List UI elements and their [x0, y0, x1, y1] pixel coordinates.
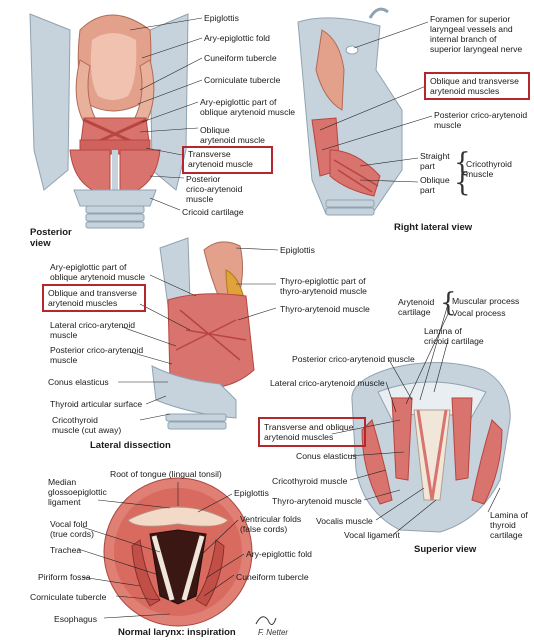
- label-posterior-crico-lat-1: Posterior crico-arytenoid: [434, 110, 528, 120]
- label-foramen-2: laryngeal vessels and: [430, 24, 513, 34]
- label-lateral-crico-sup: Lateral crico-arytenoid muscle: [270, 378, 385, 388]
- label-thyro-epi-1: Thyro-epiglottic part of: [280, 276, 366, 286]
- label-transverse-oblique-2: arytenoid muscles: [264, 432, 334, 442]
- label-vocal-ligament: Vocal ligament: [344, 530, 400, 540]
- artist-signature: F. Netter: [258, 628, 289, 637]
- label-oblique-2: arytenoid muscle: [200, 135, 265, 145]
- caption-posterior-1: Posterior: [30, 227, 72, 238]
- label-corniculate-tubercle: Corniculate tubercle: [204, 75, 281, 85]
- label-oblique-part-1: Oblique: [420, 175, 450, 185]
- label-lamina-cricoid-1: Lamina of: [424, 326, 462, 336]
- label-vocalis: Vocalis muscle: [316, 516, 373, 526]
- label-transverse-1: Transverse: [188, 149, 231, 159]
- label-esophagus: Esophagus: [54, 614, 98, 624]
- label-posterior-crico-dis-2: muscle: [50, 355, 78, 365]
- label-straight-1: Straight: [420, 151, 450, 161]
- label-lamina-thyroid-2: thyroid: [490, 520, 516, 530]
- right-lateral-view-illustration: [297, 7, 433, 216]
- label-median-3: ligament: [48, 497, 81, 507]
- label-cuneiform-normal: Cuneiform tubercle: [236, 572, 309, 582]
- label-oblique-transverse-1: Oblique and transverse: [430, 76, 519, 86]
- label-cricoid-cartilage: Cricoid cartilage: [182, 207, 244, 217]
- label-foramen-4: superior laryngeal nerve: [430, 44, 523, 54]
- label-arytenoid-2: cartilage: [398, 307, 431, 317]
- caption-superior-view: Superior view: [414, 544, 477, 555]
- highlight-oblique-transverse-lateral: [424, 72, 530, 100]
- label-ary-epi-dissection-1: Ary-epiglottic part of: [50, 262, 127, 272]
- label-cricothyroid-2: muscle: [466, 169, 494, 179]
- label-conus-superior: Conus elasticus: [296, 451, 357, 461]
- label-cuneiform-tubercle-posterior: Cuneiform tubercle: [204, 53, 277, 63]
- label-lateral-crico-1: Lateral crico-arytenoid: [50, 320, 136, 330]
- highlight-oblique-transverse-dissection: [42, 284, 146, 312]
- label-muscular-process: Muscular process: [452, 296, 520, 306]
- label-posterior-crico-sup: Posterior crico-arytenoid muscle: [292, 354, 415, 364]
- highlight-transverse-arytenoid: [182, 146, 273, 174]
- label-epiglottis-dissection: Epiglottis: [280, 245, 315, 255]
- label-thyro-arytenoid-dissection: Thyro-arytenoid muscle: [280, 304, 370, 314]
- label-ventricular-2: (false cords): [240, 524, 288, 534]
- caption-normal-larynx: Normal larynx: inspiration: [118, 627, 236, 638]
- caption-right-lateral: Right lateral view: [394, 222, 473, 233]
- label-posterior-crico-lat-2: muscle: [434, 120, 462, 130]
- brace-arytenoid: {: [440, 288, 457, 318]
- label-corniculate-normal: Corniculate tubercle: [30, 592, 107, 602]
- label-ary-epi-dissection-2: oblique arytenoid muscle: [50, 272, 146, 282]
- brace-cricothyroid: {: [454, 148, 471, 178]
- label-lamina-cricoid-2: cricoid cartilage: [424, 336, 484, 346]
- label-lamina-thyroid-3: cartilage: [490, 530, 523, 540]
- label-straight-2: part: [420, 161, 435, 171]
- label-median-1: Median: [48, 477, 77, 487]
- label-cricothyroid-dis-1: Cricothyroid: [52, 415, 98, 425]
- label-oblique-1: Oblique: [200, 125, 230, 135]
- label-oblique-part-2: part: [420, 185, 435, 195]
- label-transverse-oblique-1: Transverse and oblique: [264, 422, 354, 432]
- label-cricothyroid-1: Cricothyroid: [466, 159, 512, 169]
- label-root-tongue: Root of tongue (lingual tonsil): [110, 469, 222, 479]
- label-thyro-epi-2: thyro-arytenoid muscle: [280, 286, 367, 296]
- label-lateral-crico-2: muscle: [50, 330, 78, 340]
- normal-larynx-illustration: [77, 477, 277, 627]
- label-posterior-crico-1: Posterior: [186, 174, 221, 184]
- label-median-2: glossoepiglottic: [48, 487, 107, 497]
- label-oblique-transverse-2: arytenoid muscles: [430, 86, 500, 96]
- label-ventricular-1: Ventricular folds: [240, 514, 302, 524]
- label-vocal-process: Vocal process: [452, 308, 506, 318]
- label-piriform: Piriform fossa: [38, 572, 91, 582]
- caption-lateral-dissection: Lateral dissection: [90, 440, 171, 451]
- label-conus-dissection: Conus elasticus: [48, 377, 109, 387]
- label-transverse-2: arytenoid muscle: [188, 159, 253, 169]
- label-oblique-transverse-dis-1: Oblique and transverse: [48, 288, 137, 298]
- label-ary-epiglottic-part-2: oblique arytenoid muscle: [200, 107, 296, 117]
- label-ary-epiglottic-fold: Ary-epiglottic fold: [204, 33, 270, 43]
- label-vocal-fold-2: (true cords): [50, 529, 94, 539]
- label-foramen-3: internal branch of: [430, 34, 497, 44]
- label-posterior-crico-2: crico-arytenoid: [186, 184, 243, 194]
- label-lamina-thyroid-1: Lamina of: [490, 510, 528, 520]
- highlight-transverse-oblique-superior: [258, 417, 366, 447]
- label-thyroid-articular: Thyroid articular surface: [50, 399, 143, 409]
- caption-posterior-2: view: [30, 238, 51, 249]
- superior-view-illustration: [331, 303, 511, 535]
- label-posterior-crico-3: muscle: [186, 194, 214, 204]
- brace-cricothyroid-lower: {: [454, 168, 471, 198]
- label-epiglottis-normal: Epiglottis: [234, 488, 269, 498]
- lateral-dissection-illustration: [118, 237, 279, 430]
- label-thyro-arytenoid-superior: Thyro-arytenoid muscle: [272, 496, 362, 506]
- label-trachea: Trachea: [50, 545, 82, 555]
- label-vocal-fold-1: Vocal fold: [50, 519, 88, 529]
- label-oblique-transverse-dis-2: arytenoid muscles: [48, 298, 118, 308]
- posterior-view-illustration: [29, 13, 203, 229]
- label-foramen-1: Foramen for superior: [430, 14, 511, 24]
- label-cricothyroid-dis-2: muscle (cut away): [52, 425, 122, 435]
- label-cricothyroid-superior: Cricothyroid muscle: [272, 476, 348, 486]
- label-posterior-crico-dis-1: Posterior crico-arytenoid: [50, 345, 144, 355]
- label-arytenoid-1: Arytenoid: [398, 297, 435, 307]
- label-ary-epi-fold-normal: Ary-epiglottic fold: [246, 549, 312, 559]
- label-epiglottis-posterior: Epiglottis: [204, 13, 239, 23]
- label-ary-epiglottic-part-1: Ary-epiglottic part of: [200, 97, 277, 107]
